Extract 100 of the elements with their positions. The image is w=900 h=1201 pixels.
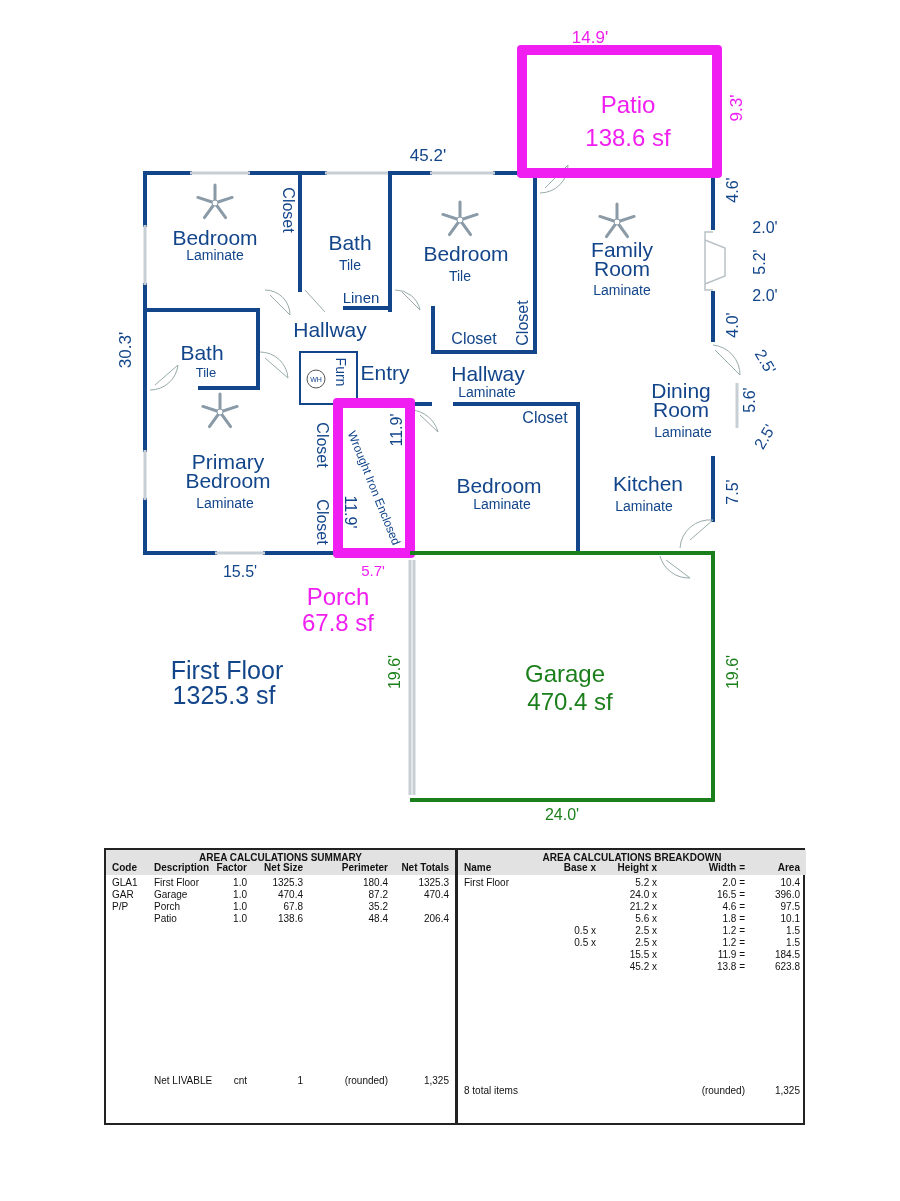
area-size: 470.4 sf — [527, 690, 613, 714]
table-value: 4.6 = — [722, 902, 745, 912]
room-name: Closet — [314, 499, 330, 545]
table-value: 1.2 = — [722, 926, 745, 936]
dimension-label: 15.5' — [222, 564, 258, 580]
room-name: Bedroom — [423, 242, 509, 264]
table-value: (rounded) — [701, 1086, 745, 1096]
dimension-label: 11.9' — [389, 413, 405, 447]
dimension-label: 45.2' — [409, 146, 447, 164]
table-value: 0.5 x — [574, 938, 596, 948]
table-value: GLA1 — [112, 878, 138, 888]
table-value: 97.5 — [780, 902, 800, 912]
table-value: Porch — [154, 902, 181, 912]
table-value: 1.2 = — [722, 938, 745, 948]
table-value: 16.5 = — [716, 890, 745, 900]
room-name: Closet — [451, 331, 497, 347]
column-header: Perimeter — [341, 863, 388, 873]
area-size: 67.8 sf — [302, 611, 374, 635]
floor-material: Laminate — [654, 425, 712, 439]
dimension-label: 4.6' — [725, 177, 741, 203]
table-value: 35.2 — [368, 902, 388, 912]
dimension-label: 19.6' — [387, 654, 403, 690]
column-header: Height x — [617, 863, 657, 873]
table-value: 45.2 x — [629, 962, 657, 972]
floor-material: Tile — [195, 365, 217, 379]
table-value: 8 total items — [464, 1086, 518, 1096]
dimension-label: 30.3' — [116, 331, 134, 369]
table-value: 1.0 — [233, 902, 247, 912]
room-name: Entry — [360, 361, 410, 383]
dimension-label: 2.5' — [751, 347, 779, 377]
dimension-label: 7.5' — [725, 479, 741, 505]
dimension-label: 4.0' — [725, 312, 741, 338]
table-value: 1,325 — [774, 1086, 800, 1096]
dimension-label: 5.7' — [361, 562, 385, 578]
room-name: Bedroom — [456, 474, 542, 496]
table-value: 10.4 — [780, 878, 800, 888]
column-header: Width = — [708, 863, 745, 873]
table-value: 1.0 — [233, 914, 247, 924]
table-value: (rounded) — [344, 1076, 388, 1086]
dimension-label: 5.6' — [742, 387, 758, 413]
room-name: Bath — [328, 231, 372, 253]
column-header: Description — [154, 863, 209, 873]
room-name: Bath — [180, 341, 224, 363]
column-header: Code — [112, 863, 137, 873]
table-title: AREA CALCULATIONS SUMMARY — [198, 853, 363, 863]
room-name: Dining Room — [650, 380, 712, 420]
column-header: Name — [464, 863, 492, 873]
room-name: Closet — [314, 422, 330, 468]
table-value: Garage — [154, 890, 188, 900]
floor-material: Laminate — [615, 499, 673, 513]
room-name: Kitchen — [613, 472, 683, 494]
table-value: 0.5 x — [574, 926, 596, 936]
table-value: 1.0 — [233, 878, 247, 888]
table-value: 2.5 x — [635, 926, 657, 936]
area-name: Porch — [306, 585, 370, 609]
column-header: Area — [777, 863, 800, 873]
table-value: 5.2 x — [635, 878, 657, 888]
area-name: Patio — [600, 93, 656, 117]
floor-material: Laminate — [196, 496, 254, 510]
column-header: Factor — [216, 863, 247, 873]
column-header: Base x — [563, 863, 596, 873]
patio-outline — [517, 45, 722, 178]
floor-material: Laminate — [186, 248, 244, 262]
room-name: Closet — [522, 410, 568, 426]
table-value: 184.5 — [774, 950, 800, 960]
dimension-label: 2.0' — [752, 220, 778, 236]
column-header: Net Size — [264, 863, 303, 873]
table-value: 13.8 = — [716, 962, 745, 972]
room-name: Family Room — [590, 239, 654, 279]
table-value: 2.0 = — [722, 878, 745, 888]
room-name: Closet — [515, 300, 531, 346]
table-value: 10.1 — [780, 914, 800, 924]
table-value: 2.5 x — [635, 938, 657, 948]
table-value: 24.0 x — [629, 890, 657, 900]
floor-material: Tile — [339, 258, 361, 272]
porch-outline — [333, 398, 415, 558]
table-value: 48.4 — [368, 914, 388, 924]
table-value: 1325.3 — [272, 878, 303, 888]
area-label: First Floor — [170, 657, 284, 683]
dimension-label: 24.0' — [544, 807, 580, 823]
area-name: Garage — [524, 662, 606, 686]
table-value: 1325.3 — [418, 878, 449, 888]
table-value: 1.5 — [786, 926, 800, 936]
room-name: Linen — [342, 289, 380, 305]
table-value: Patio — [154, 914, 177, 924]
table-value: 1.5 — [786, 938, 800, 948]
dimension-label: 2.5' — [751, 422, 779, 452]
table-value: 67.8 — [283, 902, 303, 912]
table-value: 1,325 — [423, 1076, 449, 1086]
dimension-label: 11.9' — [342, 495, 358, 529]
table-value: 206.4 — [423, 914, 449, 924]
area-label: 1325.3 sf — [172, 682, 276, 708]
dimension-label: 5.2' — [752, 249, 768, 275]
dimension-label: 9.3' — [727, 94, 745, 122]
table-value: 396.0 — [774, 890, 800, 900]
room-name: Primary Bedroom — [184, 451, 272, 491]
floor-material: Laminate — [593, 283, 651, 297]
floor-material: Tile — [449, 269, 471, 283]
table-value: 11.9 = — [717, 950, 745, 960]
table-value: First Floor — [464, 878, 509, 888]
